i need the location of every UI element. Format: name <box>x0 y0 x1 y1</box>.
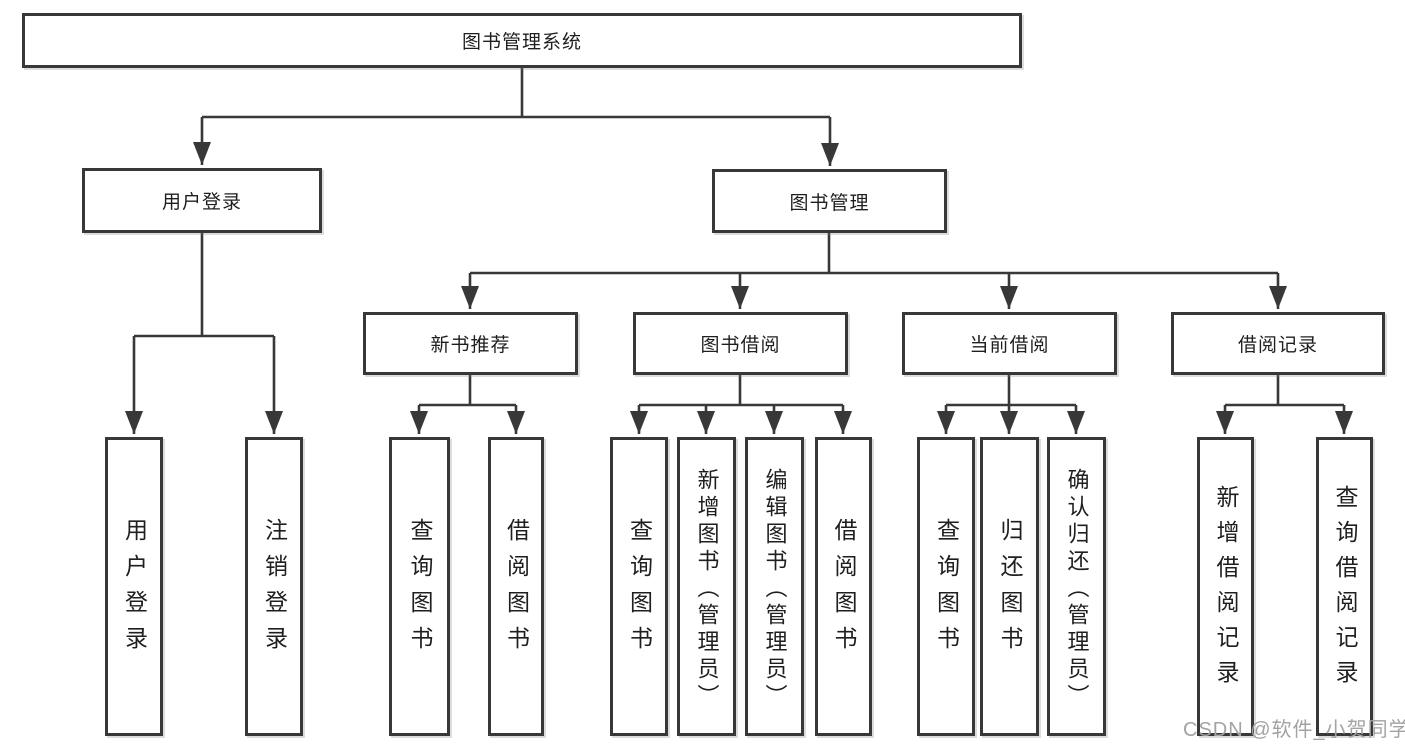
node-label: 查询借阅记录 <box>1332 484 1358 695</box>
node-label: 用户登录 <box>161 192 242 213</box>
leaf-add-book-admin: 新增图书（管理员） <box>677 437 736 736</box>
node-label: 查询图书 <box>933 517 960 662</box>
node-label: 归还图书 <box>997 517 1023 662</box>
leaf-add-borrow-record: 新增借阅记录 <box>1197 437 1254 736</box>
node-label: 新书推荐 <box>430 335 511 356</box>
node-label: 确认归还（管理员） <box>1064 468 1090 711</box>
node-current-borrowing: 当前借阅 <box>902 312 1117 375</box>
node-label: 查询图书 <box>407 517 433 662</box>
leaf-borrow-books: 借阅图书 <box>815 437 872 736</box>
node-label: 借阅图书 <box>503 517 530 662</box>
csdn-watermark: CSDN @软件_小贺同学 <box>1183 719 1405 741</box>
leaf-edit-book-admin: 编辑图书（管理员） <box>745 437 804 736</box>
leaf-user-login: 用户登录 <box>105 437 163 736</box>
leaf-query-books-borrow: 查询图书 <box>610 437 668 736</box>
node-label: 编辑图书（管理员） <box>762 468 788 711</box>
node-label: 注销登录 <box>261 517 288 662</box>
leaf-return-book: 归还图书 <box>980 437 1039 736</box>
leaf-logout: 注销登录 <box>245 437 303 736</box>
node-label: 新增借阅记录 <box>1213 484 1239 695</box>
leaf-query-books-current: 查询图书 <box>917 437 975 736</box>
node-label: 用户登录 <box>121 517 148 662</box>
node-label: 图书管理 <box>789 192 870 214</box>
leaf-query-books-recommend: 查询图书 <box>389 437 450 736</box>
node-label: 图书管理系统 <box>461 32 582 53</box>
node-book-management-branch: 图书管理 <box>712 169 947 233</box>
node-label: 图书借阅 <box>700 335 781 356</box>
node-label: 当前借阅 <box>969 335 1050 356</box>
node-label: 借阅记录 <box>1237 335 1318 356</box>
node-borrowing-records: 借阅记录 <box>1171 312 1385 375</box>
node-library-management-system: 图书管理系统 <box>22 13 1022 68</box>
node-new-book-recommendation: 新书推荐 <box>363 312 578 375</box>
leaf-query-borrow-record: 查询借阅记录 <box>1316 437 1373 736</box>
node-book-borrowing: 图书借阅 <box>633 312 848 375</box>
node-label: 新增图书（管理员） <box>694 468 720 711</box>
node-user-login-branch: 用户登录 <box>82 168 322 233</box>
leaf-borrow-books-recommend: 借阅图书 <box>488 437 544 736</box>
leaf-confirm-return-admin: 确认归还（管理员） <box>1047 437 1106 736</box>
node-label: 借阅图书 <box>831 517 857 662</box>
node-label: 查询图书 <box>626 517 653 662</box>
